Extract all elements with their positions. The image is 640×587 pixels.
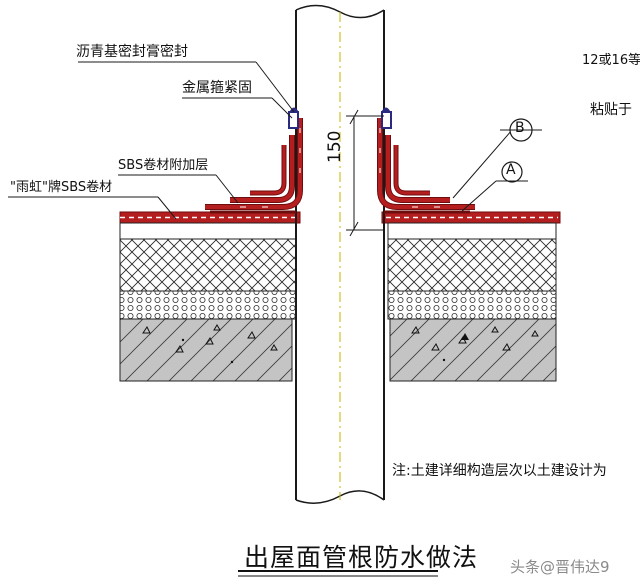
left-gravel-layer: [119, 290, 297, 320]
marker-a-letter: A: [506, 162, 516, 178]
diagram-title: 出屋面管根防水做法: [244, 543, 479, 572]
label-metal-hoop: 金属箍紧固: [182, 80, 252, 96]
right-insulation-layer: [387, 238, 557, 292]
right-gravel-layer: [387, 290, 557, 320]
marker-a-circle: [501, 161, 523, 183]
label-top-right-note: 12或16等: [582, 53, 640, 68]
marker-b-letter: B: [515, 120, 525, 136]
right-metal-hoop: [381, 111, 392, 129]
dimension-150: [346, 109, 384, 237]
right-slab: [381, 211, 561, 382]
right-leveling-layer: [387, 222, 557, 240]
left-metal-hoop: [288, 111, 299, 129]
label-sealant: 沥青基密封膏密封: [76, 44, 188, 60]
left-insulation-layer: [119, 238, 297, 292]
left-upstand-membrane: [205, 118, 303, 214]
left-leveling-layer: [119, 222, 297, 240]
label-bottom-note: 注:土建详细构造层次以土建设计为: [392, 463, 607, 479]
label-sbs-additional-layer: SBS卷材附加层: [118, 158, 209, 173]
pipe: [295, 4, 385, 504]
right-upstand-membrane: [377, 118, 475, 214]
label-rainbow-sbs: "雨虹"牌SBS卷材: [10, 180, 113, 195]
left-slab: [119, 211, 301, 382]
watermark-text: 头条@晋伟达9: [510, 558, 610, 576]
right-sealant-bead: [381, 107, 391, 113]
label-dimension-150: 150: [325, 130, 345, 163]
label-right-note: 粘贴于: [590, 102, 632, 118]
